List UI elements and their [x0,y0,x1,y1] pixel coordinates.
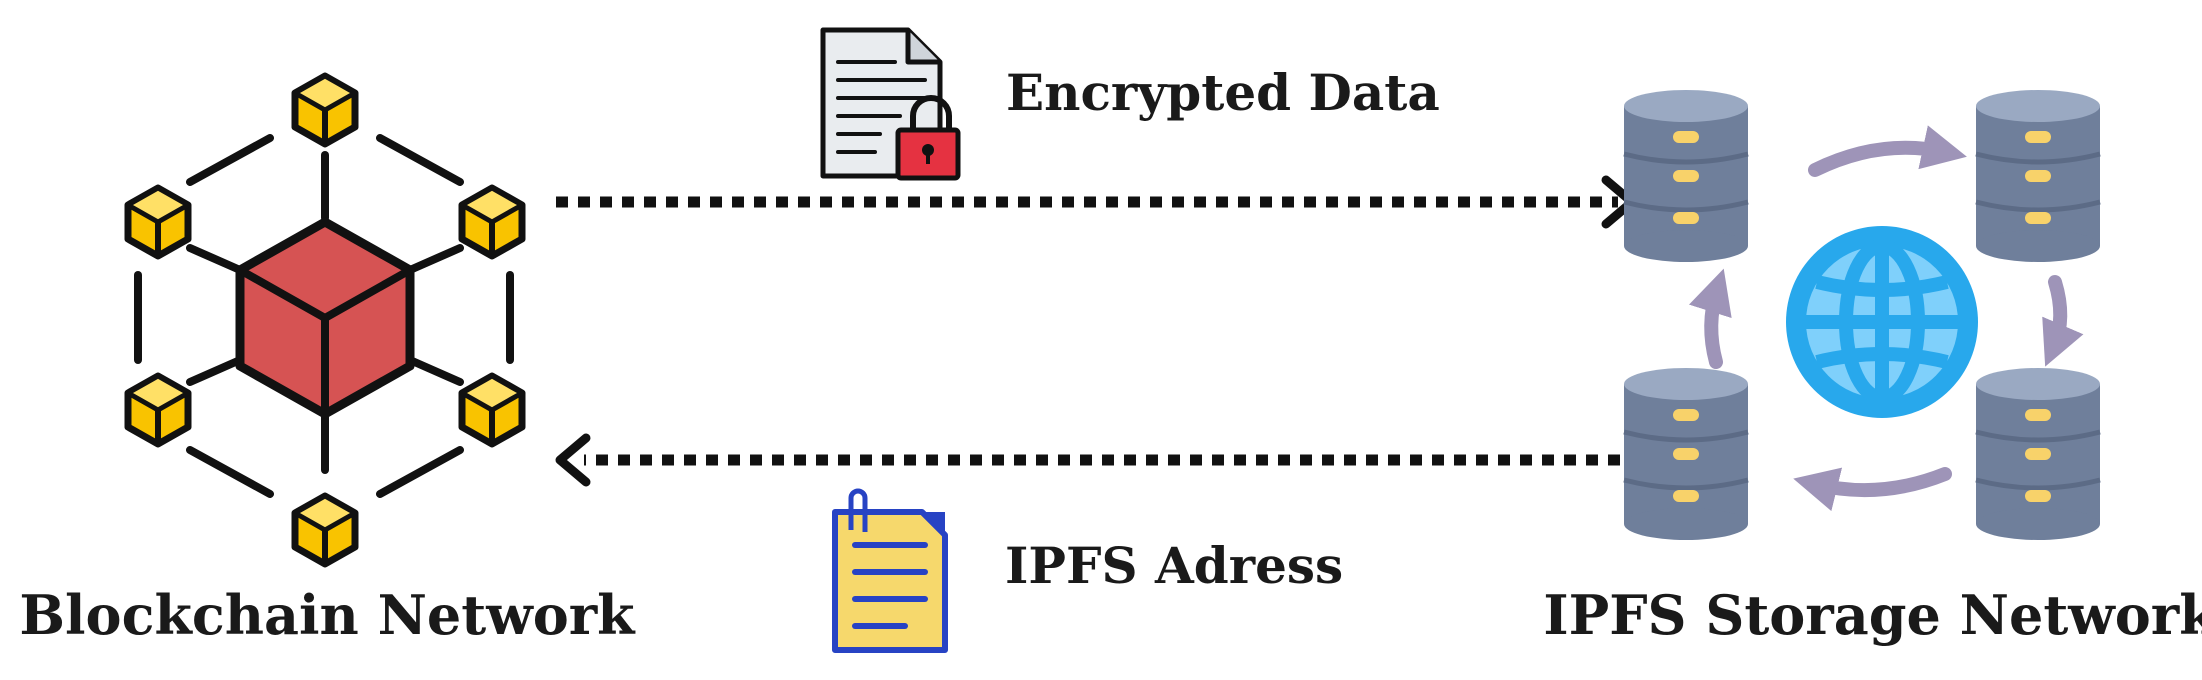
node-cube-icon [295,76,355,144]
blockchain-network-icon [134,134,514,498]
node-cube-icon [128,188,188,256]
encrypted-data-arrow [556,175,1637,229]
encrypted-data-label: Encrypted Data [1006,63,1440,122]
database-server-icon [1624,368,1748,540]
node-cube-icon [462,376,522,444]
ipfs-storage-network-label: IPFS Storage Network [1543,583,2202,647]
database-server-icon [1624,90,1748,262]
encrypted-document-icon [820,27,961,181]
globe-icon [1786,226,1978,418]
blockchain-network-label: Blockchain Network [19,583,636,647]
cycle-arrows [1688,125,2084,512]
ipfs-address-label: IPFS Adress [1005,536,1343,595]
ipfs-address-arrow [555,433,1642,487]
node-cube-icon [462,188,522,256]
center-cube-icon [235,217,415,419]
node-cube-icon [295,496,355,564]
node-cube-icon [128,376,188,444]
ipfs-address-document-icon [832,488,948,653]
database-server-icon [1976,90,2100,262]
database-server-icon [1976,368,2100,540]
